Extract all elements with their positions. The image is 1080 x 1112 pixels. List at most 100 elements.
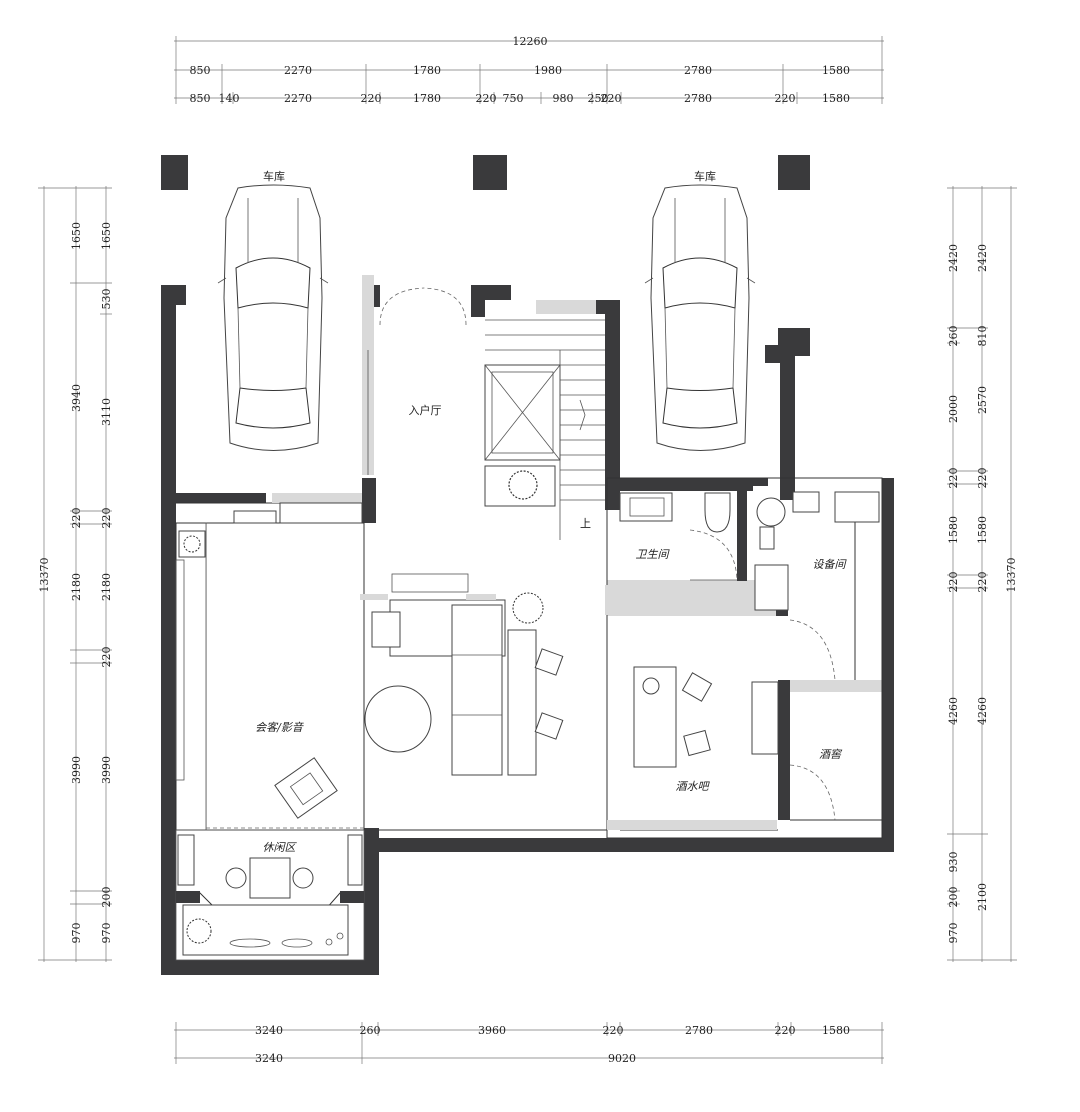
dim-left-total: 13370 bbox=[38, 558, 51, 593]
plant-small-icon bbox=[183, 535, 201, 553]
dim-bottom-r1-5: 220 bbox=[775, 1024, 796, 1037]
dim-right-i-3: 220 bbox=[947, 468, 960, 489]
top-dimensions: 12260 850 2270 1780 1980 2780 1580 850 1… bbox=[174, 35, 884, 105]
column-middle bbox=[473, 155, 507, 190]
dim-top-total: 12260 bbox=[513, 35, 548, 48]
leisure-furniture bbox=[176, 834, 364, 956]
dim-bottom-r1-2: 3960 bbox=[478, 1024, 506, 1037]
dim-top-r2-1: 140 bbox=[219, 92, 240, 105]
dim-top-r2-2: 2270 bbox=[284, 92, 312, 105]
label-wine-cellar: 酒窖 bbox=[819, 748, 843, 761]
dim-left-o-0: 1650 bbox=[70, 222, 83, 250]
dim-top-r2-9: 220 bbox=[601, 92, 622, 105]
dim-top-r2-10: 2780 bbox=[684, 92, 712, 105]
dim-top-r2-8: 250 bbox=[588, 92, 609, 105]
dim-right-i-0: 2420 bbox=[947, 244, 960, 272]
dim-right-o-7: 2100 bbox=[976, 883, 989, 911]
wine-cabinet bbox=[751, 681, 779, 755]
dim-left-o-4: 3990 bbox=[70, 756, 83, 784]
plant-living-icon bbox=[512, 592, 544, 624]
label-garage-right: 车库 bbox=[694, 169, 716, 183]
dim-right-i-8: 200 bbox=[947, 887, 960, 908]
dim-left-i-4: 2180 bbox=[100, 573, 113, 601]
bar-chair-2 bbox=[683, 729, 711, 757]
dim-left-o-3: 2180 bbox=[70, 573, 83, 601]
sofa bbox=[451, 604, 503, 776]
sink-icon bbox=[642, 677, 660, 695]
dim-bottom-r1-0: 3240 bbox=[255, 1024, 283, 1037]
stair-up-label: 上 bbox=[580, 517, 591, 530]
room-labels: 车库 车库 入户厅 卫生间 设备间 会客/影音 酒水吧 酒窖 休闲区 bbox=[255, 169, 847, 854]
dim-top-r2-7: 980 bbox=[553, 92, 574, 105]
dim-top-r2-0: 850 bbox=[190, 92, 211, 105]
dim-top-r2-12: 1580 bbox=[822, 92, 850, 105]
plant-entry-icon bbox=[508, 470, 538, 500]
label-equipment-room: 设备间 bbox=[813, 558, 848, 571]
console-table bbox=[507, 629, 537, 776]
dim-top-r2-4: 1780 bbox=[413, 92, 441, 105]
bar-furniture bbox=[633, 666, 836, 821]
left-dimensions: 13370 1650 3940 220 2180 3990 970 1650 5… bbox=[38, 186, 113, 962]
bar-stool-2 bbox=[534, 712, 564, 740]
tea-table bbox=[249, 857, 291, 899]
right-dimensions: 2420 260 2000 220 1580 220 4260 930 200 … bbox=[947, 186, 1018, 962]
label-garage-left: 车库 bbox=[263, 169, 285, 183]
dim-bottom-r1-1: 260 bbox=[360, 1024, 381, 1037]
dim-top-r1-0: 850 bbox=[190, 64, 211, 77]
water-tank-icon bbox=[756, 497, 786, 527]
dim-right-i-9: 970 bbox=[947, 923, 960, 944]
round-coffee-table bbox=[364, 685, 432, 753]
dim-right-o-0: 2420 bbox=[976, 244, 989, 272]
dim-bottom-r1-4: 2780 bbox=[685, 1024, 713, 1037]
dim-top-r2-11: 220 bbox=[775, 92, 796, 105]
interior-lines bbox=[175, 477, 883, 961]
dim-left-i-7: 200 bbox=[100, 887, 113, 908]
dim-top-r1-1: 2270 bbox=[284, 64, 312, 77]
dim-right-i-1: 260 bbox=[947, 326, 960, 347]
plant-leisure-icon bbox=[186, 918, 212, 944]
dim-left-i-5: 220 bbox=[100, 647, 113, 668]
dim-left-i-6: 3990 bbox=[100, 756, 113, 784]
dim-top-r1-3: 1980 bbox=[534, 64, 562, 77]
label-wine-bar: 酒水吧 bbox=[676, 780, 711, 793]
bottom-dimensions: 3240 260 3960 220 2780 220 1580 3240 902… bbox=[174, 1022, 884, 1065]
dim-bottom-r1-3: 220 bbox=[603, 1024, 624, 1037]
dim-right-i-7: 930 bbox=[947, 852, 960, 873]
bar-stool-1 bbox=[534, 648, 564, 676]
dim-top-r1-5: 1580 bbox=[822, 64, 850, 77]
column-right bbox=[778, 155, 810, 190]
dim-left-i-2: 3110 bbox=[100, 398, 113, 426]
dim-right-i-6: 4260 bbox=[947, 697, 960, 725]
av-cabinet bbox=[175, 559, 185, 781]
dim-top-r1-4: 2780 bbox=[684, 64, 712, 77]
bathroom-fixtures bbox=[619, 492, 738, 581]
dim-right-i-5: 220 bbox=[947, 572, 960, 593]
column-left bbox=[161, 155, 188, 190]
toilet-icon bbox=[704, 492, 731, 533]
living-furniture bbox=[175, 530, 564, 819]
columns bbox=[161, 155, 810, 190]
dim-right-i-2: 2000 bbox=[947, 395, 960, 423]
dim-right-total: 13370 bbox=[1005, 558, 1018, 593]
car-right-icon bbox=[644, 184, 756, 451]
dim-top-r2-6: 750 bbox=[503, 92, 524, 105]
label-leisure: 休闲区 bbox=[263, 841, 298, 854]
dim-left-i-0: 1650 bbox=[100, 222, 113, 250]
dim-right-o-6: 4260 bbox=[976, 697, 989, 725]
dim-right-o-1: 810 bbox=[976, 326, 989, 347]
dim-right-i-4: 1580 bbox=[947, 516, 960, 544]
entry-double-door bbox=[367, 287, 467, 475]
glass-partition bbox=[605, 585, 777, 830]
dim-bottom-r2-0: 3240 bbox=[255, 1052, 283, 1065]
dim-top-r2-3: 220 bbox=[361, 92, 382, 105]
dim-left-o-5: 970 bbox=[70, 923, 83, 944]
label-entry-hall: 入户厅 bbox=[409, 403, 442, 417]
dim-left-o-1: 3940 bbox=[70, 384, 83, 412]
dim-right-o-4: 1580 bbox=[976, 516, 989, 544]
dim-top-r2-5: 220 bbox=[476, 92, 497, 105]
dim-right-o-5: 220 bbox=[976, 572, 989, 593]
dim-left-i-8: 970 bbox=[100, 923, 113, 944]
dim-right-o-2: 2570 bbox=[976, 386, 989, 414]
label-living-av: 会客/影音 bbox=[255, 721, 304, 734]
